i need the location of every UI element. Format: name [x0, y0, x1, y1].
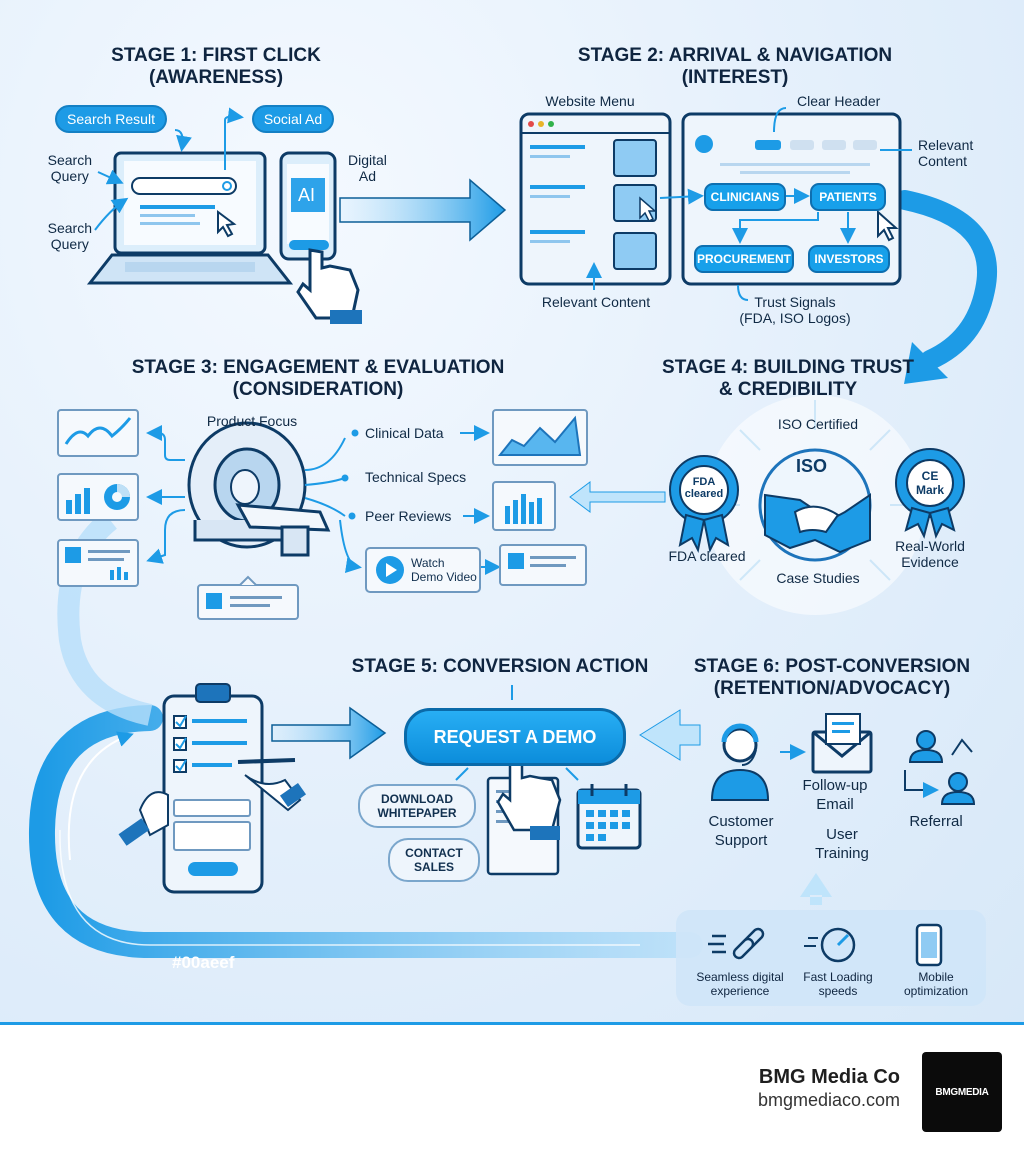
iso-certified-label: ISO Certified: [777, 416, 859, 432]
stage2-title: STAGE 2: ARRIVAL & NAVIGATION (INTEREST): [577, 45, 893, 88]
journey-diagram: STAGE 1: FIRST CLICK (AWARENESS) Search …: [0, 0, 1024, 1022]
iso-badge-text: ISO: [796, 456, 828, 476]
relevant-content-bottom-label: Relevant Content: [541, 294, 651, 310]
laptop-illustration: [86, 151, 294, 285]
procurement-button: PROCUREMENT: [694, 245, 794, 273]
user-training-label: User Training: [815, 826, 869, 862]
checklist-clipboard: [118, 683, 307, 894]
patients-button: PATIENTS: [810, 183, 886, 211]
support-agent-icon: [710, 723, 770, 801]
stage1-title: STAGE 1: FIRST CLICK (AWARENESS): [111, 45, 321, 88]
play-icon: [376, 556, 404, 584]
ce-rosette: [895, 448, 965, 539]
stage4-title: STAGE 4: BUILDING TRUST & CREDIBILITY: [662, 357, 914, 400]
investors-button: INVESTORS: [808, 245, 890, 273]
referral-label: Referral: [909, 813, 963, 830]
arrow-to-stage5: [271, 706, 387, 760]
relevant-content-right-label: Relevant Content: [918, 137, 974, 169]
real-world-evidence-label: Real-World Evidence: [895, 538, 965, 570]
loop-color-label: #00aeef: [172, 953, 235, 972]
features-panel: [676, 910, 986, 1006]
arrow-stage1-stage2: [339, 178, 507, 242]
stage3-title: STAGE 3: ENGAGEMENT & EVALUATION (CONSID…: [131, 357, 505, 400]
search-query-label-2: Search Query: [47, 220, 92, 252]
seamless-experience-label: Seamless digital experience: [696, 970, 784, 998]
review-card: [499, 544, 587, 586]
referral-icon: [904, 730, 976, 805]
testimonial-card: [197, 575, 299, 620]
clinical-data-label: Clinical Data: [365, 425, 444, 441]
fda-rosette: [669, 455, 739, 554]
request-demo-button[interactable]: REQUEST A DEMO: [404, 708, 626, 766]
technical-specs-label: Technical Specs: [365, 469, 467, 485]
mri-scanner-illustration: [187, 421, 331, 557]
digital-ad-label: Digital Ad: [348, 152, 387, 184]
brand-name: BMG Media Co: [758, 1066, 900, 1088]
arrow-stage2-stage4: [895, 190, 998, 370]
fda-badge-text: FDA cleared: [684, 476, 724, 500]
peer-reviews-label: Peer Reviews: [365, 508, 452, 524]
speedometer-icon: [804, 927, 856, 963]
rays: [715, 400, 915, 581]
product-focus-label: Product Focus: [206, 413, 298, 429]
phone-illustration: [279, 151, 362, 324]
customer-support-label: Customer Support: [708, 813, 774, 849]
clinicians-button: CLINICIANS: [704, 183, 786, 211]
arrow-stage6-stage5: [639, 709, 701, 761]
clear-header-label: Clear Header: [797, 93, 881, 109]
follow-up-email-label: Follow-up Email: [802, 777, 868, 813]
watch-demo-label: Watch Demo Video: [411, 556, 477, 584]
email-icon: [811, 713, 873, 774]
stage5-title: STAGE 5: CONVERSION ACTION: [351, 656, 649, 677]
search-result-pill: Search Result: [55, 105, 167, 133]
mobile-icon: [915, 923, 943, 967]
footer: BMG Media Co bmgmediaco.com BMGMEDIA: [0, 1022, 1024, 1154]
case-studies-label: Case Studies: [776, 570, 860, 586]
arrow-stage4-stage3: [569, 481, 666, 513]
contact-sales-button[interactable]: CONTACT SALES: [388, 838, 480, 882]
mobile-optimization-label: Mobile optimization: [903, 970, 969, 998]
document-hand: [486, 753, 562, 876]
seamless-icon: [708, 927, 765, 960]
peer-review-chart-card: [492, 481, 556, 531]
loop-band: [28, 705, 703, 958]
fast-loading-label: Fast Loading speeds: [803, 970, 873, 998]
calendar-icon: [576, 784, 642, 850]
website-menu-window: [519, 112, 672, 286]
social-ad-pill: Social Ad: [252, 105, 334, 133]
download-whitepaper-button[interactable]: DOWNLOAD WHITEPAPER: [358, 784, 476, 828]
fda-cleared-label: FDA cleared: [668, 548, 746, 564]
brand-logo: BMGMEDIA: [922, 1052, 1002, 1132]
search-query-label-1: Search Query: [47, 152, 92, 184]
watch-demo-video-card: Watch Demo Video: [365, 547, 481, 593]
brand-url[interactable]: bmgmediaco.com: [757, 1090, 900, 1110]
diagram-artwork: [28, 107, 998, 1006]
ce-badge-text: CE Mark: [915, 469, 945, 497]
handshake-badge: [758, 448, 872, 562]
stage6-title: STAGE 6: POST-CONVERSION (RETENTION/ADVO…: [693, 656, 971, 699]
ad-glyph: AI: [298, 185, 316, 205]
brand-block: BMG Media Co bmgmediaco.com: [758, 1065, 900, 1111]
clinical-data-card: [492, 409, 588, 466]
website-menu-label: Website Menu: [545, 93, 635, 109]
left-content-cards: [57, 409, 139, 587]
trust-signals-label: Trust Signals (FDA, ISO Logos): [739, 294, 851, 326]
